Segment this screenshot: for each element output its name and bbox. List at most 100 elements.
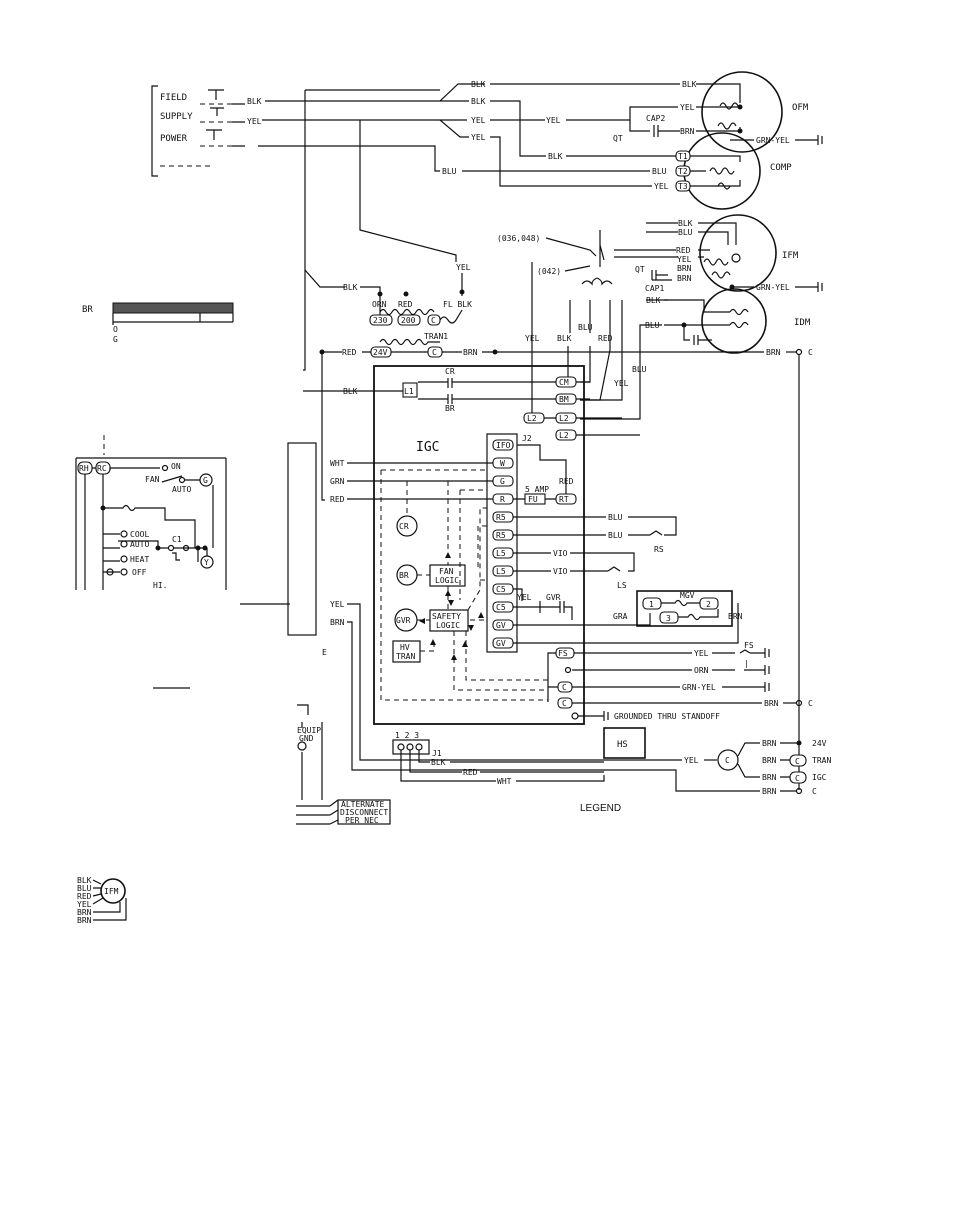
wire-yel-13: YEL [330, 600, 345, 609]
ls-label: LS [617, 581, 627, 590]
br-bar-label: BR [82, 305, 93, 315]
legend-title: LEGEND [580, 803, 621, 814]
c-circle-label: C [725, 756, 730, 765]
cr-relay-label: CR [445, 367, 455, 376]
field-label: FIELD [160, 93, 187, 103]
c-terminal-1: C [562, 683, 567, 692]
tap-c-1: C [431, 316, 436, 325]
wire-grn-yel-1: GRN-YEL [756, 136, 790, 145]
wire-blk-7: BLK [678, 219, 693, 228]
w-terminal: W [500, 459, 505, 468]
fs-label: FS [744, 641, 754, 650]
mgv-label: MGV [680, 591, 695, 600]
wire-brn-11: BRN [762, 773, 777, 782]
o-label: O [113, 325, 118, 334]
wire-red-5: RED [330, 495, 345, 504]
safety-logic-2: LOGIC [436, 621, 460, 630]
wire-wht-1: WHT [330, 459, 345, 468]
equip-gnd-1: EQUIP [297, 726, 321, 735]
rs-terminal-1: R5 [496, 513, 506, 522]
c-label-2: C [808, 699, 813, 708]
rs-label: RS [654, 545, 664, 554]
cool-label: COOL [130, 530, 149, 539]
mgv-box [636, 590, 733, 627]
bm-terminal: BM [559, 395, 569, 404]
g-label: G [113, 335, 118, 344]
wire-blu-7: BLU [608, 513, 623, 522]
wire-brn-6: BRN [728, 612, 743, 621]
models-042: (042) [537, 267, 561, 276]
wire-red-1: RED [398, 300, 413, 309]
idm-label: IDM [794, 318, 811, 328]
wire-brn-12: BRN [762, 787, 777, 796]
fs-switch-mark: | [744, 659, 749, 668]
legend-wire-5: BRN [77, 908, 92, 917]
thermostat-strip [287, 442, 317, 636]
mgv-terminal-2: 2 [706, 600, 711, 609]
ifm-label: IFM [782, 251, 799, 261]
disconnect-line-1: ALTERNATE [341, 800, 385, 809]
wire-blk-6: BLK [343, 283, 358, 292]
wire-blk-5: BLK [548, 152, 563, 161]
wire-blk-9: BLK [557, 334, 572, 343]
wire-brn-4: BRN [677, 264, 692, 273]
wire-brn-5: BRN [677, 274, 692, 283]
gvr-coil: GVR [396, 616, 411, 625]
wire-blu-5: BLU [632, 365, 647, 374]
legend-ifm: BLK BLU RED YEL BRN BRN IFM [77, 876, 127, 925]
j2-terminals: IFO W G R R5 R5 L5 L5 C5 C5 GV GV [492, 439, 514, 649]
fan-logic-1: FAN [439, 567, 454, 576]
igc-label: IGC [416, 440, 439, 455]
hi-label: HI. [153, 581, 167, 590]
hv-tran-2: TRAN [396, 652, 415, 661]
legend-wire-6: BRN [77, 916, 92, 925]
wire-red-4: RED [598, 334, 613, 343]
wire-red-3: RED [676, 246, 691, 255]
qt-label-1: QT [613, 134, 623, 143]
hv-tran-1: HV [400, 643, 410, 652]
wire-blk-10: BLK [343, 387, 358, 396]
hs-label: HS [617, 740, 628, 750]
wire-yel-3: YEL [471, 133, 486, 142]
idm-motor: IDM [664, 288, 811, 354]
l1-terminal: L1 [404, 387, 414, 396]
wire-blu-3: BLU [678, 228, 693, 237]
fl-blk-label: FL BLK [443, 300, 472, 309]
cs-terminal-2: C5 [496, 603, 506, 612]
wire-blk-1: BLK [247, 97, 262, 106]
wire-yel-1: YEL [247, 117, 262, 126]
br-coil: BR [399, 571, 409, 580]
legend-ifm-label: IFM [104, 887, 119, 896]
wire-red-7: RED [463, 768, 478, 777]
rc-terminal: RC [97, 464, 107, 473]
cs-terminal-1: C5 [496, 585, 506, 594]
off-label: OFF [132, 568, 147, 577]
wire-blk-3: BLK [471, 97, 486, 106]
j1-label: J1 [432, 749, 442, 758]
c-terminal-4: C [795, 774, 800, 783]
t1-terminal: T1 [678, 152, 688, 161]
j2-label: J2 [522, 434, 532, 443]
j2-strip [486, 433, 518, 653]
wire-grn-yel-3: GRN-YEL [682, 683, 716, 692]
gv-terminal-2: GV [496, 639, 506, 648]
br-relay-label: BR [445, 404, 455, 413]
rh-terminal: RH [79, 464, 89, 473]
wire-yel-4: YEL [546, 116, 561, 125]
tran1-label: TRAN1 [424, 332, 448, 341]
legend-wire-4: YEL [77, 900, 92, 909]
qt-label-2: QT [635, 265, 645, 274]
c-label-3: C [812, 787, 817, 796]
wire-yel-11: YEL [517, 593, 532, 602]
tap-230: 230 [373, 316, 388, 325]
ofm-motor: OFM [696, 71, 809, 153]
ifo-terminal: IFO [496, 441, 511, 450]
wire-yel-8: YEL [677, 255, 692, 264]
j1-pins: 1 2 3 [395, 731, 419, 740]
fan-logic-2: LOGIC [435, 576, 459, 585]
fs-terminal: FS [558, 649, 568, 658]
igc-small-label: IGC [812, 773, 827, 782]
rs-terminal-2: R5 [496, 531, 506, 540]
wire-yel-5: YEL [680, 103, 695, 112]
